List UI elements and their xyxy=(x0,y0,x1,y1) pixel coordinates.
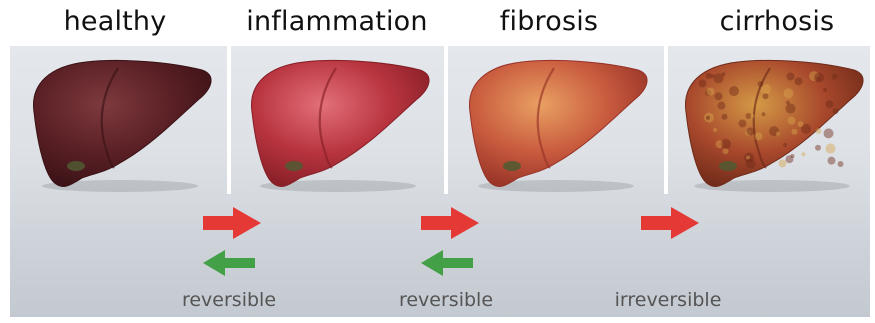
forward-arrow-icon xyxy=(639,205,701,241)
panel-divider xyxy=(444,46,448,194)
transition-label-irreversible: irreversible xyxy=(615,289,722,311)
forward-arrow-icon xyxy=(419,205,481,241)
panel-divider xyxy=(227,46,231,194)
transition-label-reversible: reversible xyxy=(182,289,276,311)
stage-title-cirrhosis: cirrhosis xyxy=(720,6,835,37)
transition-label-reversible: reversible xyxy=(399,289,493,311)
stage-title-inflammation: inflammation xyxy=(246,6,427,37)
liver-inflammation-illustration xyxy=(238,50,438,195)
backward-arrow-icon xyxy=(419,248,475,278)
stage-title-healthy: healthy xyxy=(64,6,167,37)
liver-cirrhosis-illustration xyxy=(672,50,872,195)
panel-divider xyxy=(664,46,668,194)
stage-title-fibrosis: fibrosis xyxy=(500,6,598,37)
backward-arrow-icon xyxy=(201,248,257,278)
forward-arrow-icon xyxy=(201,205,263,241)
liver-healthy-illustration xyxy=(20,50,220,195)
liver-fibrosis-illustration xyxy=(456,50,656,195)
